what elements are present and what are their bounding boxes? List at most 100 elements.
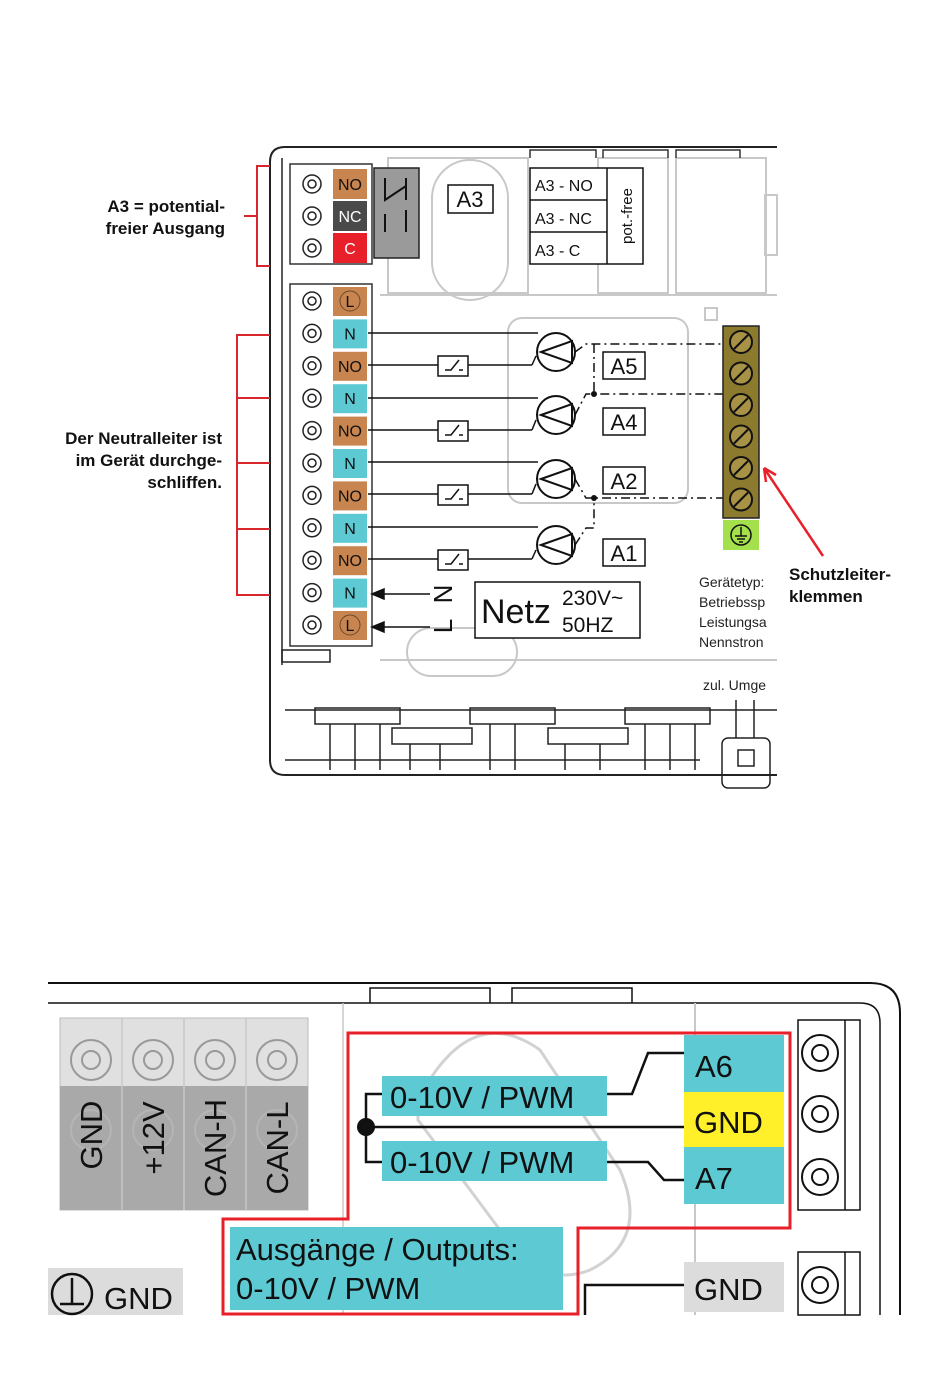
strip-tile-label: NO [338,488,362,505]
strip-screw-inner [307,490,317,501]
annotation-earth-line2: klemmen [789,587,863,606]
relay-terminal-nc [333,201,367,231]
rating-line-5: zul. Umge [703,677,766,693]
output-a2: A2 [611,469,638,494]
analog-wiring [364,1051,685,1182]
earth-screw-slot [733,491,749,508]
mains-label: Netz [481,593,551,631]
strip-screw [302,291,322,311]
annotation-earth-line1: Schutzleiter- [789,565,892,584]
mains-voltage: 230V~ [562,587,623,610]
strip-tile [333,384,367,414]
output-a1: A1 [611,541,638,566]
relay-contact-no: A3 - NO [535,178,593,195]
strip-screw [302,550,322,570]
bottom-crop-mask [0,1316,950,1387]
strip-tile-label: NO [338,424,362,441]
strip-tile-label: N [344,586,356,603]
strip-screw [302,485,322,506]
earth-screw-slot [733,397,749,413]
earth-arrow [762,466,825,557]
relay-label-box [447,184,494,214]
caption-line2: 0-10V / PWM [236,1271,420,1306]
mains-label-box [474,581,641,639]
mains-arrows [370,587,430,634]
strip-screw [302,582,322,603]
earth-junctions [591,391,597,501]
gnd-lower-label: GND [694,1272,763,1307]
relay-terminal-c-label: C [344,241,356,258]
annotation-a3-line1: A3 = potential- [107,197,225,216]
strip-screw [302,453,322,473]
strip-screw-inner [307,328,317,339]
bus-terminal-screws-under [70,1109,298,1151]
cable-glands [285,700,777,789]
mains-frequency: 50HZ [562,614,614,637]
bracket-a3 [244,165,270,267]
output-a5: A5 [611,354,638,379]
ground-label-bg [48,1268,183,1315]
strip-tile-label: N [344,326,356,343]
strip-screw-inner [307,620,317,630]
strip-screw [302,518,322,538]
rating-line-4: Nennstron [699,634,764,650]
bracket-neutral [236,334,270,596]
earth-dashed-lines [574,343,729,546]
bus-terminal-12v: +12V [136,1101,171,1175]
strip-tile-label: N [344,521,356,538]
main-terminal-block [289,283,373,647]
pump-symbols [536,332,576,565]
relay-label: A3 [457,187,484,212]
out-a7-bg [684,1147,784,1204]
relay-terminal-block [289,163,373,265]
strip-tile [333,351,367,381]
mains-l-label: L [428,619,458,633]
strip-screw-inner [307,458,317,468]
strip-tile [333,416,367,446]
annotation-neutral-line2: im Gerät durchge- [75,451,222,470]
signal2-bg [382,1141,607,1181]
strip-tile-ring [339,290,361,312]
out-a6-bg [684,1035,784,1092]
gnd-lower-bg [684,1262,784,1312]
relay-symbol [373,167,420,259]
out-gnd-label: GND [694,1105,763,1140]
earth-screw-slot [733,460,749,476]
strip-tile [333,449,367,478]
analog-terminal-screws [797,1019,861,1316]
strip-tile [333,319,367,349]
signal1-bg [382,1076,607,1116]
bus-terminal-screws [70,1039,298,1081]
switch-symbols [437,355,469,571]
main-terminal-screws [302,291,322,635]
strip-tile-label: N [344,456,356,473]
strip-tile-label: L [346,618,355,635]
strip-tile-label: L [346,294,355,311]
rating-plate: Gerätetyp: Betriebssp Leistungsa Nennstr… [699,574,767,693]
ground-icon [50,1272,94,1316]
annotation-a3-line2: freier Ausgang [105,219,225,238]
ground-label: GND [104,1281,173,1316]
relay-terminal-screws [302,174,322,258]
strip-screw-inner [307,296,317,306]
strip-screw [302,323,322,344]
strip-tile [333,481,367,511]
relay-terminal-no-label: NO [338,177,362,194]
relay-contact-table [529,167,644,265]
analog-highlight-outline [221,1031,792,1316]
out-a7-label: A7 [695,1161,733,1196]
caption-bg [230,1227,563,1310]
strip-tile-label: N [344,391,356,408]
strip-tile [333,578,367,608]
pump-wiring [368,332,538,560]
bus-terminal-dividers [121,1018,247,1210]
relay-terminal-no [333,169,367,199]
strip-screw-inner [307,425,317,436]
earth-screws [729,330,753,512]
annotation-neutral-line1: Der Neutralleiter ist [65,429,222,448]
top-tabs [529,149,741,158]
bus-terminal-can-l: CAN-L [260,1101,295,1194]
earth-terminal-block [722,325,760,519]
